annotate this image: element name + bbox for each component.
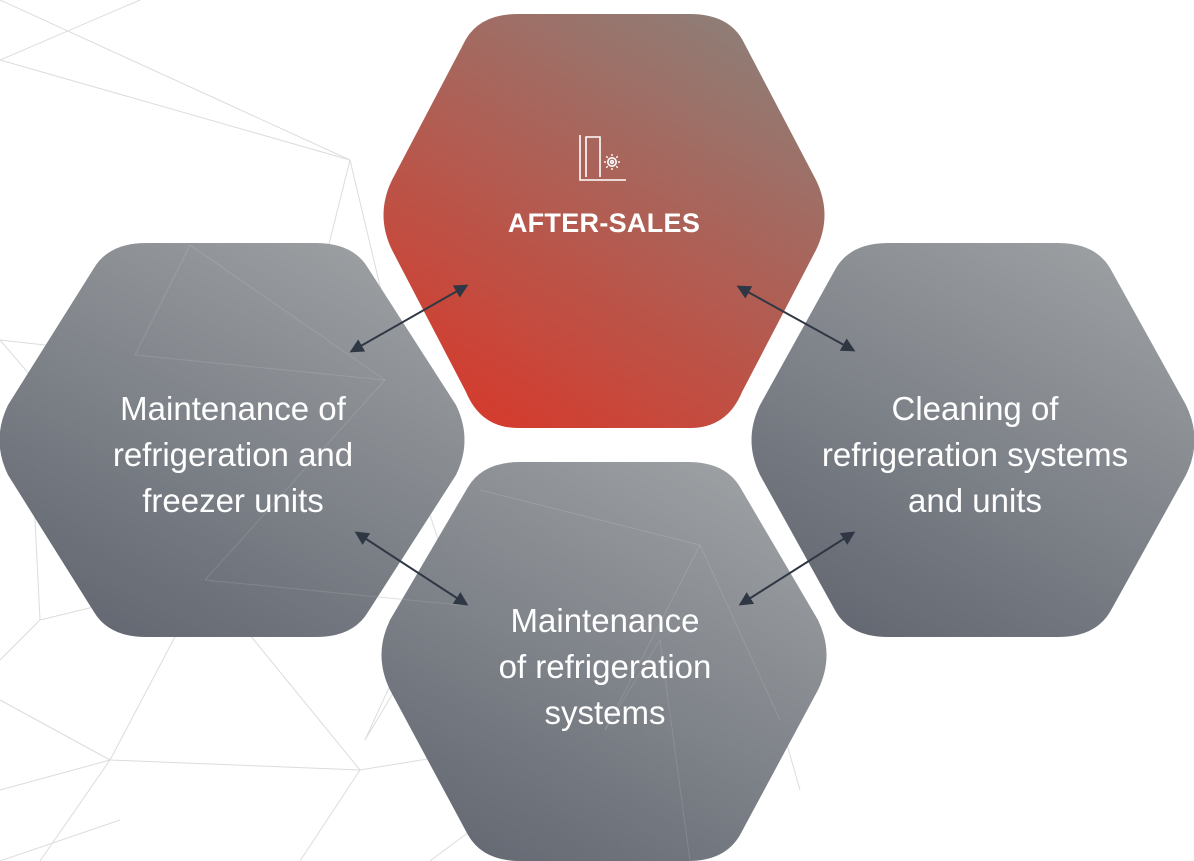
left-node-line-2: refrigeration and <box>112 436 354 473</box>
arrow-left-bottom <box>354 531 469 606</box>
bottom-node-label: Maintenance of refrigeration systems <box>440 598 770 736</box>
right-node-label: Cleaning of refrigeration systems and un… <box>790 386 1160 524</box>
bottom-node-line-2: of refrigeration <box>498 648 712 685</box>
right-node-line-3: and units <box>908 482 1042 519</box>
bottom-node-line-1: Maintenance <box>510 602 700 639</box>
right-node-line-2: refrigeration systems <box>821 436 1129 473</box>
hexagon-left <box>0 243 465 637</box>
after-sales-title: AFTER-SALES <box>507 208 701 238</box>
hexagon-right <box>751 243 1194 637</box>
left-node-label: Maintenance of refrigeration and freezer… <box>68 386 398 524</box>
left-node-line-1: Maintenance of <box>120 390 346 427</box>
right-node-line-1: Cleaning of <box>891 390 1059 427</box>
bottom-node-line-3: systems <box>544 694 666 731</box>
hexagon-center-after-sales <box>383 14 825 428</box>
arrow-center-right <box>736 285 856 352</box>
arrow-center-left <box>349 284 469 353</box>
connector-arrows <box>349 284 856 606</box>
hexagon-bottom <box>381 462 827 861</box>
column-gear-icon <box>579 135 626 181</box>
left-node-line-3: freezer units <box>142 482 324 519</box>
arrow-right-bottom <box>738 531 856 606</box>
